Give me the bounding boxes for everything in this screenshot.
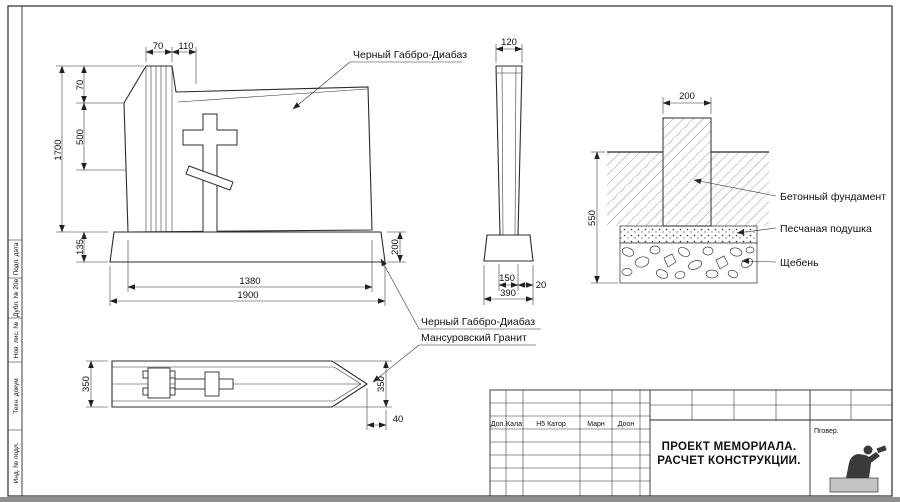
dim-label: 120 <box>501 37 517 48</box>
concrete-pier <box>662 117 712 227</box>
dims-side: 120 150 20 390 <box>483 37 547 305</box>
titleblock-header-cell: Кала <box>506 421 522 428</box>
checker-label: Пговер. <box>814 428 839 435</box>
dim-label: 1700 <box>53 139 64 160</box>
dims-front-top: 70 110 <box>145 41 197 84</box>
dims-front-left: 1700 70 500 135 <box>53 65 144 263</box>
dim-label: 70 <box>75 80 86 91</box>
label-concrete-foundation: Бетонный фундамент <box>780 191 886 203</box>
project-title-line2: РАСЧЕТ КОНСТРУКЦИИ. <box>657 455 801 467</box>
front-view: 70 110 1700 70 500 135 1380 <box>53 41 467 306</box>
titleblock-header-cell: Марн <box>587 421 605 428</box>
dims-foundation: 200 550 <box>587 91 712 284</box>
frame-sidebar: Подп. дата Дубл. № 20в Нов. лис. № Техн.… <box>8 239 22 483</box>
dim-label: 550 <box>587 210 598 226</box>
titleblock-grid <box>490 390 892 496</box>
rubble-layer <box>619 242 758 284</box>
dim-base-depth: 200 <box>387 231 406 263</box>
label-sand-cushion: Песчаная подушка <box>780 223 872 235</box>
dim-label: 20 <box>536 280 547 291</box>
material-callouts: Черный Габбро-Диабаз Мансуровский Гранит <box>372 258 541 383</box>
foundation-callouts: Бетонный фундамент Песчаная подушка Щебе… <box>693 178 886 269</box>
titleblock-header: Доп. Кала Н5 Катор Марн Доон <box>491 421 635 428</box>
dim-label: 390 <box>500 288 516 299</box>
dim-label: 135 <box>75 239 86 255</box>
frame-sidebar-label: Техн. докум <box>13 378 20 414</box>
dim-label: 200 <box>679 91 695 102</box>
label-rubble: Щебень <box>780 257 819 269</box>
dims-front-bottom: 1380 1900 <box>109 240 386 306</box>
titleblock-header-cell: Доп. <box>491 421 506 428</box>
page-edge-shadow <box>0 497 900 502</box>
dim-label: 1380 <box>239 276 260 287</box>
project-title-line1: ПРОЕКТ МЕМОРИАЛА. <box>662 441 797 453</box>
dim-label: 1900 <box>237 290 258 301</box>
frame-sidebar-label: Инд. № подл. <box>13 442 20 483</box>
monument-base-front <box>109 231 386 263</box>
titleblock-header-cell: Н5 Катор <box>536 421 566 428</box>
base-side <box>483 234 534 262</box>
dim-label: 500 <box>75 129 86 145</box>
material-label-gabbro-top: Черный Габбро-Диабаз <box>292 49 467 110</box>
dim-label: 150 <box>499 273 515 284</box>
frame-sidebar-label: Дубл. № 20в <box>12 278 20 317</box>
titleblock-header-cell: Доон <box>618 421 635 428</box>
stonemason-illustration <box>829 445 887 493</box>
dim-label: 40 <box>393 414 404 425</box>
soil-hatch-left <box>607 152 663 226</box>
cross-carving <box>182 113 238 233</box>
frame-sidebar-label: Подп. дата <box>13 242 20 275</box>
plan-cross <box>142 367 234 399</box>
foundation-section: 200 550 Бетонный фундамент Песчаная поду… <box>587 91 886 284</box>
plan-view: 350 350 40 <box>81 360 404 430</box>
sand-layer <box>619 225 758 244</box>
dim-label: 110 <box>178 41 193 52</box>
rubble-stones <box>621 245 755 279</box>
dim-label: 70 <box>153 41 164 52</box>
material-label-granite: Мансуровский Гранит <box>421 332 527 344</box>
dim-label: 350 <box>81 376 92 392</box>
material-label-gabbro: Черный Габбро-Диабаз <box>421 316 535 328</box>
material-label: Черный Габбро-Диабаз <box>353 49 467 61</box>
stele-outline <box>123 65 373 233</box>
stele-side <box>495 65 523 236</box>
dim-label: 350 <box>376 376 387 392</box>
cross-slant-bar <box>185 165 234 191</box>
drawing-frame <box>7 5 893 497</box>
title-block: Доп. Кала Н5 Катор Марн Доон ПРОЕКТ МЕМО… <box>489 389 893 497</box>
stele-grooves <box>145 66 173 232</box>
dim-label: 200 <box>390 239 401 255</box>
side-view: 120 150 20 390 <box>483 37 547 305</box>
frame-sidebar-label: Нов. лис. № <box>13 322 20 359</box>
dims-plan: 350 350 40 <box>81 360 404 430</box>
